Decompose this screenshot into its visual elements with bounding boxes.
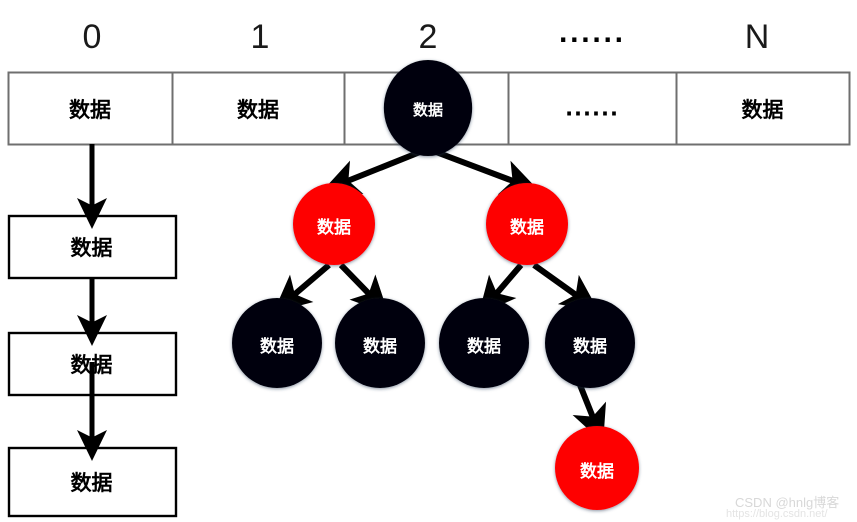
tree-leaf-2[interactable] (335, 298, 425, 388)
tree-node-red-left-label: 数据 (317, 218, 351, 238)
tree-leaf-3-label: 数据 (467, 337, 501, 357)
tree-node-red-bottom[interactable] (555, 426, 639, 510)
tree-edges (273, 149, 607, 443)
bucket-index-1: 1 (250, 18, 270, 56)
tree-node-red-left[interactable] (293, 183, 375, 265)
tree-node-red-right[interactable] (486, 183, 568, 265)
bucket-cell-0[interactable] (7, 71, 174, 146)
tree-edge-root-to-left (322, 149, 422, 195)
bucket-index-0: 0 (82, 18, 102, 56)
tree-edge-left-to-leaf2 (338, 262, 389, 314)
bucket-index-4: N (744, 18, 770, 56)
chain-node-3-label: 数据 (70, 471, 113, 495)
tree-edge-left-to-leaf1 (273, 262, 331, 313)
bucket-cell-0-label: 数据 (69, 98, 111, 122)
tree-leaf-1[interactable] (232, 298, 322, 388)
red-black-tree-nodes (232, 60, 639, 510)
bucket-index-3: ······ (558, 26, 626, 54)
tree-root-node-label: 数据 (412, 101, 443, 119)
bucket-cell-ellipsis-label: ······ (565, 102, 619, 126)
tree-node-red-right-label: 数据 (510, 218, 544, 238)
bucket-index-2: 2 (418, 18, 438, 56)
tree-leaf-2-label: 数据 (363, 337, 397, 357)
chain-node-2-label: 数据 (70, 353, 113, 377)
bucket-cell-1[interactable] (171, 71, 346, 146)
tree-edge-leaf4-to-red (572, 383, 607, 443)
tree-leaf-4-label: 数据 (573, 337, 607, 357)
bucket-cell-n-label: 数据 (741, 98, 784, 122)
tree-leaf-3[interactable] (439, 298, 529, 388)
tree-edge-root-to-right (434, 149, 539, 195)
tree-edge-right-to-leaf3 (478, 263, 524, 315)
bucket-cell-1-label: 数据 (237, 98, 279, 122)
bucket-cell-n[interactable] (675, 71, 851, 146)
tree-leaf-1-label: 数据 (260, 337, 294, 357)
watermark-url: https://blog.csdn.net/ (726, 508, 828, 520)
tree-leaf-4[interactable] (545, 298, 635, 388)
tree-root-node[interactable] (383, 60, 473, 156)
watermark-csdn: CSDN @hnlg博客 (735, 495, 840, 510)
tree-node-red-bottom-label: 数据 (580, 462, 614, 482)
chain-node-1-label: 数据 (70, 236, 113, 260)
tree-edge-right-to-leaf4 (532, 262, 599, 312)
